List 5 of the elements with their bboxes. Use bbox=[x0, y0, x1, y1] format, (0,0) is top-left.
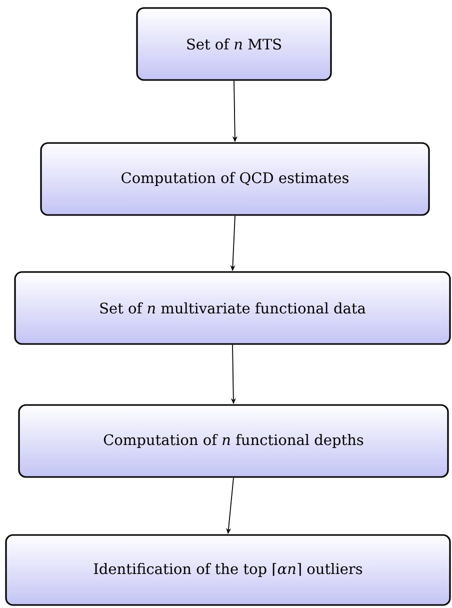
process-box: Computation of QCD estimates bbox=[40, 142, 430, 216]
process-box: Identification of the top ⌈αn⌉ outliers bbox=[5, 534, 451, 606]
process-box: Computation of n functional depths bbox=[18, 404, 449, 478]
process-box: Set of n multivariate functional data bbox=[14, 271, 451, 345]
process-box: Set of n MTS bbox=[136, 7, 332, 81]
